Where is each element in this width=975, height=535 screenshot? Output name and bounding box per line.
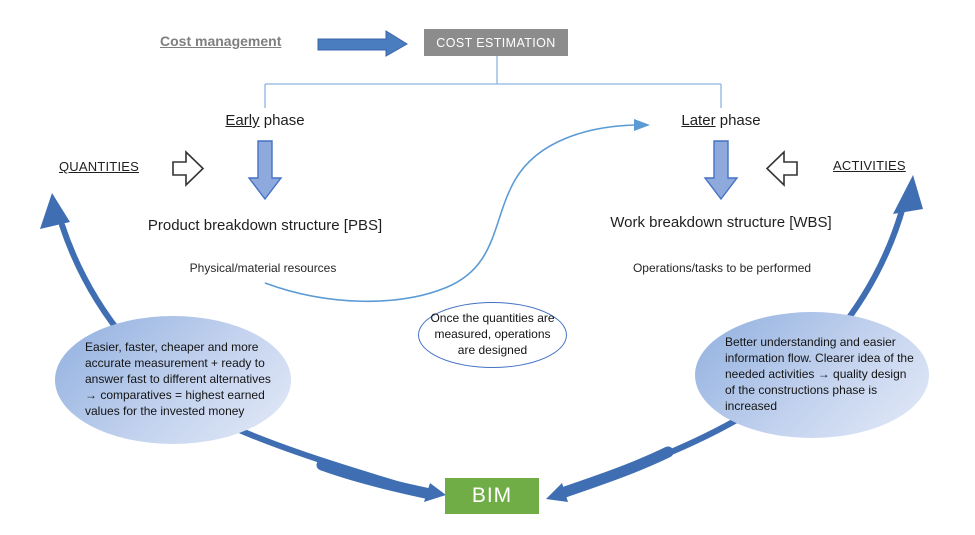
cost-management-label: Cost management xyxy=(160,33,282,49)
center-note-text: Once the quantities are measured, operat… xyxy=(430,311,555,357)
bim-box: BIM xyxy=(445,478,539,514)
block-arrow-left-icon xyxy=(765,150,798,187)
pbs-label: Product breakdown structure [PBS] xyxy=(147,217,383,234)
down-arrow-later-icon xyxy=(703,140,739,201)
later-phase-label: Later phase xyxy=(651,112,791,129)
right-benefit-text: Better understanding and easier informat… xyxy=(725,335,914,413)
activities-label: ACTIVITIES xyxy=(833,158,906,173)
flow-right-arrow-icon xyxy=(317,30,408,57)
s-curve-arrow-icon xyxy=(264,119,650,303)
right-benefit-bubble: Better understanding and easier informat… xyxy=(695,312,929,438)
wbs-label: Work breakdown structure [WBS] xyxy=(610,214,832,231)
connector-lines xyxy=(264,56,722,108)
left-benefit-bubble: Easier, faster, cheaper and more accurat… xyxy=(55,316,291,444)
cost-estimation-box: COST ESTIMATION xyxy=(424,29,568,56)
quantities-label: QUANTITIES xyxy=(59,159,140,174)
left-benefit-text: Easier, faster, cheaper and more accurat… xyxy=(85,340,271,418)
physical-resources-label: Physical/material resources xyxy=(189,261,337,275)
operations-tasks-label: Operations/tasks to be performed xyxy=(632,261,812,275)
later-phase-underlined: Later xyxy=(681,112,716,129)
center-note-bubble: Once the quantities are measured, operat… xyxy=(418,302,567,368)
block-arrow-right-icon xyxy=(172,150,205,187)
early-phase-rest: phase xyxy=(259,112,305,129)
early-phase-label: Early phase xyxy=(195,112,335,129)
down-arrow-early-icon xyxy=(247,140,283,201)
early-phase-underlined: Early xyxy=(225,112,260,129)
later-phase-rest: phase xyxy=(715,112,761,129)
